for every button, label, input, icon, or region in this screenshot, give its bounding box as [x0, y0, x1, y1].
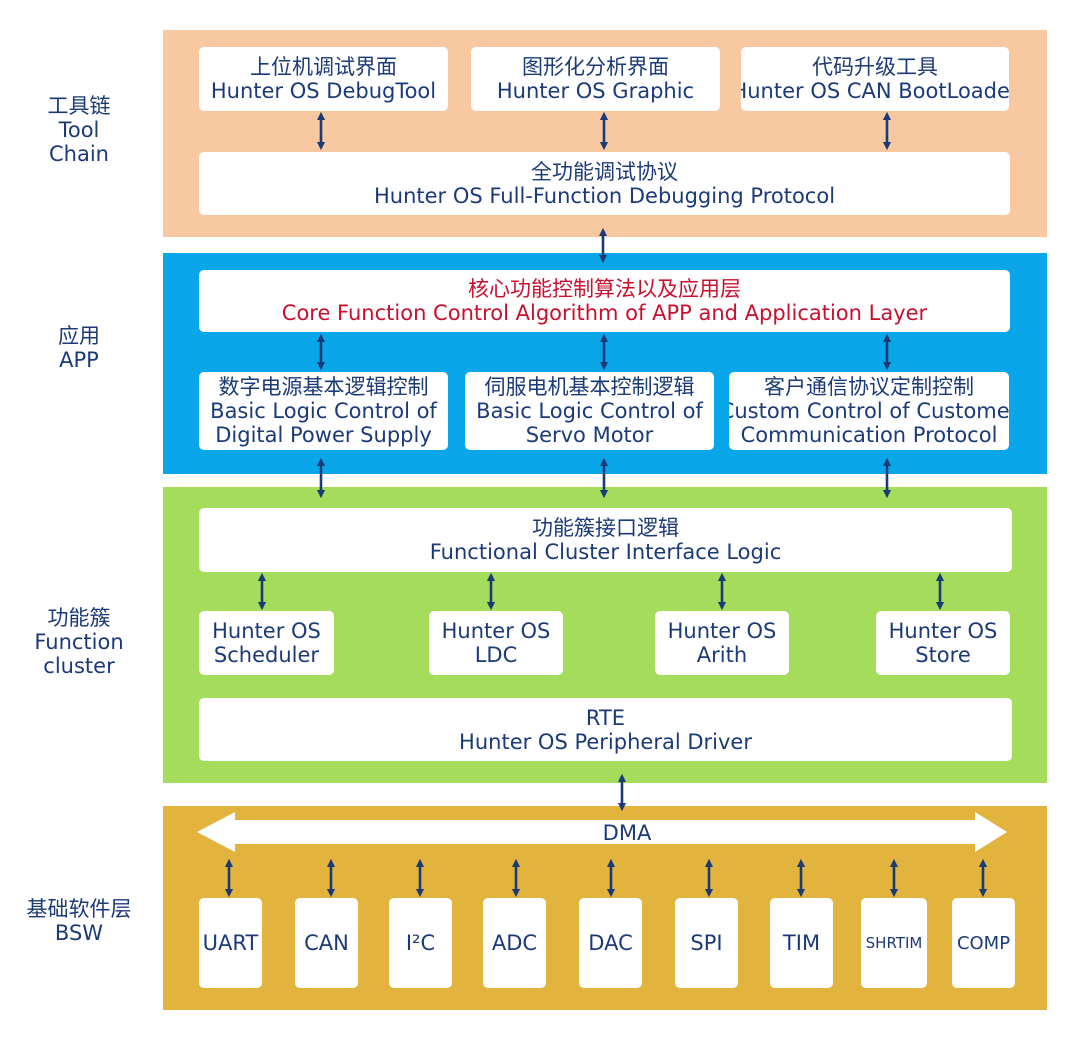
module-cn-label: 数字电源基本逻辑控制 — [218, 375, 429, 399]
peripheral-can-box: CAN — [295, 898, 358, 988]
cluster-module-label: Hunter OS — [441, 619, 551, 643]
arith-box: Hunter OS Arith — [655, 611, 789, 675]
cluster-module-label: Store — [915, 643, 971, 667]
module-en-label: Custom Control of Customer — [729, 399, 1009, 423]
side-label-en: Tool — [58, 118, 100, 142]
peripheral-dac-box: DAC — [579, 898, 642, 988]
tool-en-label: Hunter OS DebugTool — [210, 79, 437, 103]
peripheral-shrtim-box: SHRTIM — [861, 898, 927, 988]
side-label-cn: 工具链 — [47, 94, 111, 118]
peripheral-comp-box: COMP — [952, 898, 1015, 988]
side-label-en: BSW — [54, 921, 104, 945]
cluster-module-label: LDC — [474, 643, 518, 667]
tool-en-label: Hunter OS CAN BootLoader — [741, 79, 1009, 103]
cluster-interface-box: 功能簇接口逻辑 Functional Cluster Interface Log… — [199, 508, 1012, 572]
side-label-en: Chain — [49, 142, 109, 166]
bsw-side-label: 基础软件层 BSW — [0, 897, 158, 945]
rte-box: RTE Hunter OS Peripheral Driver — [199, 698, 1012, 761]
cluster-module-label: Hunter OS — [888, 619, 998, 643]
side-label-cn: 功能簇 — [47, 606, 111, 630]
cluster-module-label: Hunter OS — [212, 619, 321, 643]
peripheral-tim-box: TIM — [770, 898, 833, 988]
peripheral-label: SHRTIM — [865, 934, 923, 952]
peripheral-adc-box: ADC — [483, 898, 546, 988]
module-en-label: Basic Logic Control of — [210, 399, 437, 423]
side-label-cn: 基础软件层 — [26, 897, 132, 921]
ldc-box: Hunter OS LDC — [429, 611, 563, 675]
peripheral-label: SPI — [690, 931, 723, 955]
module-en-label: Communication Protocol — [740, 423, 998, 447]
core-cn-label: 核心功能控制算法以及应用层 — [468, 277, 741, 301]
peripheral-label: COMP — [956, 932, 1011, 954]
interface-en-label: Functional Cluster Interface Logic — [429, 540, 782, 564]
protocol-en-label: Hunter OS Full-Function Debugging Protoc… — [373, 183, 836, 208]
toolchain-side-label: 工具链 Tool Chain — [0, 94, 158, 166]
core-function-box: 核心功能控制算法以及应用层 Core Function Control Algo… — [199, 270, 1010, 332]
protocol-cn-label: 全功能调试协议 — [531, 159, 678, 184]
app-side-label: 应用 APP — [0, 324, 158, 372]
module-en-label: Basic Logic Control of — [476, 399, 703, 423]
customer-protocol-box: 客户通信协议定制控制 Custom Control of Customer Co… — [729, 372, 1009, 450]
rte-driver-label: Hunter OS Peripheral Driver — [459, 729, 752, 754]
cluster-module-label: Arith — [696, 643, 748, 667]
side-label-en: Function — [34, 630, 124, 654]
tool-cn-label: 代码升级工具 — [812, 55, 938, 79]
debug-protocol-box: 全功能调试协议 Hunter OS Full-Function Debuggin… — [199, 152, 1010, 215]
peripheral-label: CAN — [304, 931, 349, 955]
cluster-side-label: 功能簇 Function cluster — [0, 606, 158, 678]
servo-motor-box: 伺服电机基本控制逻辑 Basic Logic Control of Servo … — [465, 372, 714, 450]
store-box: Hunter OS Store — [876, 611, 1010, 675]
side-label-en: APP — [59, 348, 99, 372]
tool-cn-label: 上位机调试界面 — [250, 55, 397, 79]
module-en-label: Servo Motor — [525, 423, 654, 447]
tool-graphic-box: 图形化分析界面 Hunter OS Graphic — [471, 47, 720, 111]
side-label-en: cluster — [43, 654, 115, 678]
peripheral-spi-box: SPI — [675, 898, 738, 988]
digital-power-box: 数字电源基本逻辑控制 Basic Logic Control of Digita… — [199, 372, 448, 450]
tool-en-label: Hunter OS Graphic — [496, 79, 695, 103]
core-en-label: Core Function Control Algorithm of APP a… — [281, 301, 928, 325]
peripheral-label: TIM — [782, 931, 821, 955]
tool-bootloader-box: 代码升级工具 Hunter OS CAN BootLoader — [741, 47, 1009, 111]
cluster-module-label: Hunter OS — [667, 619, 777, 643]
peripheral-i2c-box: I²C — [389, 898, 452, 988]
module-cn-label: 伺服电机基本控制逻辑 — [484, 375, 695, 399]
scheduler-box: Hunter OS Scheduler — [199, 611, 334, 675]
peripheral-label: I²C — [405, 931, 436, 955]
module-cn-label: 客户通信协议定制控制 — [764, 375, 974, 399]
cluster-module-label: Scheduler — [213, 643, 320, 667]
rte-label: RTE — [585, 705, 626, 730]
interface-cn-label: 功能簇接口逻辑 — [532, 516, 679, 540]
peripheral-label: DAC — [588, 931, 633, 955]
module-en-label: Digital Power Supply — [215, 423, 432, 447]
peripheral-label: ADC — [491, 931, 538, 955]
peripheral-label: UART — [202, 931, 259, 955]
tool-cn-label: 图形化分析界面 — [522, 55, 669, 79]
side-label-cn: 应用 — [58, 324, 100, 348]
tool-debugtool-box: 上位机调试界面 Hunter OS DebugTool — [199, 47, 448, 111]
peripheral-uart-box: UART — [199, 898, 262, 988]
